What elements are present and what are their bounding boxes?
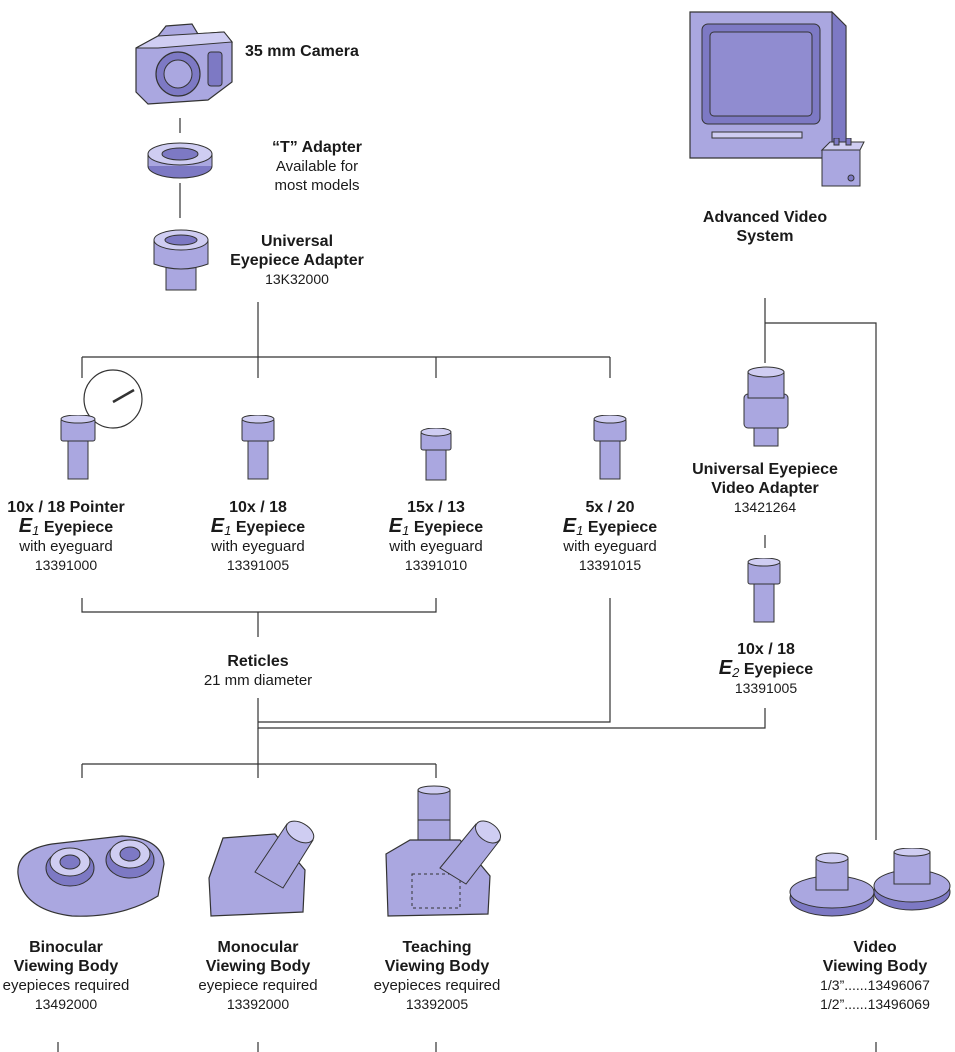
e2-type-letter: E — [718, 657, 733, 679]
video-adapter-title1: Universal Eyepiece — [692, 461, 838, 478]
teaching-body-label: Teaching Viewing Body eyepieces required… — [362, 938, 512, 1014]
eyepiece-note: with eyeguard — [211, 538, 305, 555]
binocular-body-icon — [17, 835, 165, 917]
t-adapter-line2: most models — [274, 177, 360, 194]
universal-adapter-title1: Universal — [260, 233, 334, 250]
video-adapter-title2: Video Adapter — [711, 480, 819, 497]
video-body-title1: Video — [853, 939, 897, 956]
eyepiece-power: 10x / 18 — [229, 499, 287, 516]
universal-adapter-label: Universal Eyepiece Adapter 13K32000 — [212, 232, 382, 289]
body-note: eyepiece required — [198, 977, 318, 994]
video-system-title2: System — [736, 228, 794, 245]
body-title2: Viewing Body — [384, 958, 490, 975]
t-adapter-icon — [147, 142, 213, 179]
t-adapter-title: “T” Adapter — [271, 139, 363, 156]
eyepiece-note: with eyeguard — [389, 538, 483, 555]
eyepiece-icon — [241, 415, 275, 480]
monocular-body-label: Monocular Viewing Body eyepiece required… — [186, 938, 330, 1014]
line-body-bus — [257, 598, 766, 729]
eyepiece-type-sub: 1 — [224, 523, 232, 538]
eyepiece-type-word: Eyepiece — [235, 519, 306, 536]
body-code: 13492000 — [34, 996, 98, 1012]
universal-adapter-title2: Eyepiece Adapter — [230, 252, 364, 269]
body-title2: Viewing Body — [13, 958, 119, 975]
eyepiece-code: 13391010 — [404, 557, 468, 573]
reticles-note: 21 mm diameter — [203, 672, 313, 689]
body-title1: Binocular — [29, 939, 103, 956]
e2-eyepiece-code: 13391005 — [734, 680, 798, 696]
eyepiece-type-word: Eyepiece — [413, 519, 484, 536]
line-video-branch — [764, 298, 877, 840]
eyepiece-code: 13391005 — [226, 557, 290, 573]
e2-eyepiece-label: 10x / 18 E2 Eyepiece 13391005 — [698, 640, 834, 698]
pointer-dial-icon — [83, 369, 143, 429]
eyepiece-code: 13391015 — [578, 557, 642, 573]
eyepiece-type-letter: E — [18, 515, 33, 537]
video-adapter-label: Universal Eyepiece Video Adapter 1342126… — [672, 460, 858, 517]
eyepiece-type-sub: 1 — [32, 523, 40, 538]
body-note: eyepieces required — [373, 977, 501, 994]
camera-icon — [135, 23, 233, 105]
monitor-icon — [689, 10, 847, 160]
monocular-body-icon — [208, 820, 315, 917]
video-adapter-code: 13421264 — [733, 499, 797, 515]
eyepiece-type-letter: E — [388, 515, 403, 537]
eyepiece-icon — [593, 415, 627, 480]
eyepiece-note: with eyeguard — [19, 538, 113, 555]
eyepiece-power: 5x / 20 — [585, 499, 635, 516]
video-adapter-icon — [743, 366, 789, 447]
eyepiece-icon — [60, 415, 96, 480]
body-code: 13392005 — [405, 996, 469, 1012]
universal-adapter-code: 13K32000 — [265, 271, 329, 287]
body-title1: Teaching — [402, 939, 472, 956]
universal-adapter-icon — [153, 229, 209, 291]
video-system-label: Advanced Video System — [680, 208, 850, 246]
eyepiece-note: with eyeguard — [563, 538, 657, 555]
eyepiece-type-word: Eyepiece — [587, 519, 658, 536]
video-body-icon — [789, 848, 951, 917]
line-eyepiece-bus — [81, 356, 611, 378]
camera-label: 35 mm Camera — [245, 42, 359, 61]
video-system-title1: Advanced Video — [702, 209, 828, 226]
video-body-title2: Viewing Body — [822, 958, 928, 975]
reticles-title: Reticles — [227, 653, 289, 670]
reticles-label: Reticles 21 mm diameter — [190, 652, 326, 690]
line-reticle-bracket — [81, 598, 437, 637]
eyepiece-label-15x: 15x / 13 E1 Eyepiece with eyeguard 13391… — [368, 498, 504, 575]
eyepiece-power: 15x / 13 — [407, 499, 465, 516]
body-note: eyepieces required — [2, 977, 130, 994]
e2-type-word: Eyepiece — [743, 661, 814, 678]
eyepiece-code: 13391000 — [34, 557, 98, 573]
eyepiece-label-pointer: 10x / 18 Pointer E1 Eyepiece with eyegua… — [0, 498, 140, 575]
video-body-line2: 1/2”......13496069 — [820, 996, 930, 1012]
e2-eyepiece-power: 10x / 18 — [737, 641, 795, 658]
body-title1: Monocular — [217, 939, 299, 956]
line-bodies — [81, 728, 437, 778]
line-bottom-ticks — [57, 1042, 877, 1052]
eyepiece-type-sub: 1 — [402, 523, 410, 538]
eyepiece-type-letter: E — [210, 515, 225, 537]
body-title2: Viewing Body — [205, 958, 311, 975]
body-code: 13392000 — [226, 996, 290, 1012]
eyepiece-icon — [747, 558, 781, 623]
eyepiece-type-letter: E — [562, 515, 577, 537]
eyepiece-type-word: Eyepiece — [43, 519, 114, 536]
teaching-body-icon — [385, 785, 502, 917]
binocular-body-label: Binocular Viewing Body eyepieces require… — [0, 938, 140, 1014]
e2-type-sub: 2 — [732, 665, 740, 680]
t-adapter-label: “T” Adapter Available for most models — [252, 138, 382, 195]
video-camera-icon — [820, 138, 865, 187]
eyepiece-power: 10x / 18 Pointer — [7, 499, 125, 516]
t-adapter-line1: Available for — [275, 158, 359, 175]
camera-title: 35 mm Camera — [245, 43, 359, 60]
eyepiece-label-5x: 5x / 20 E1 Eyepiece with eyeguard 133910… — [542, 498, 678, 575]
video-body-label: Video Viewing Body 1/3”......13496067 1/… — [800, 938, 950, 1014]
video-body-line1: 1/3”......13496067 — [820, 977, 930, 993]
eyepiece-icon — [420, 428, 452, 481]
eyepiece-label-10x: 10x / 18 E1 Eyepiece with eyeguard 13391… — [190, 498, 326, 575]
eyepiece-type-sub: 1 — [576, 523, 584, 538]
